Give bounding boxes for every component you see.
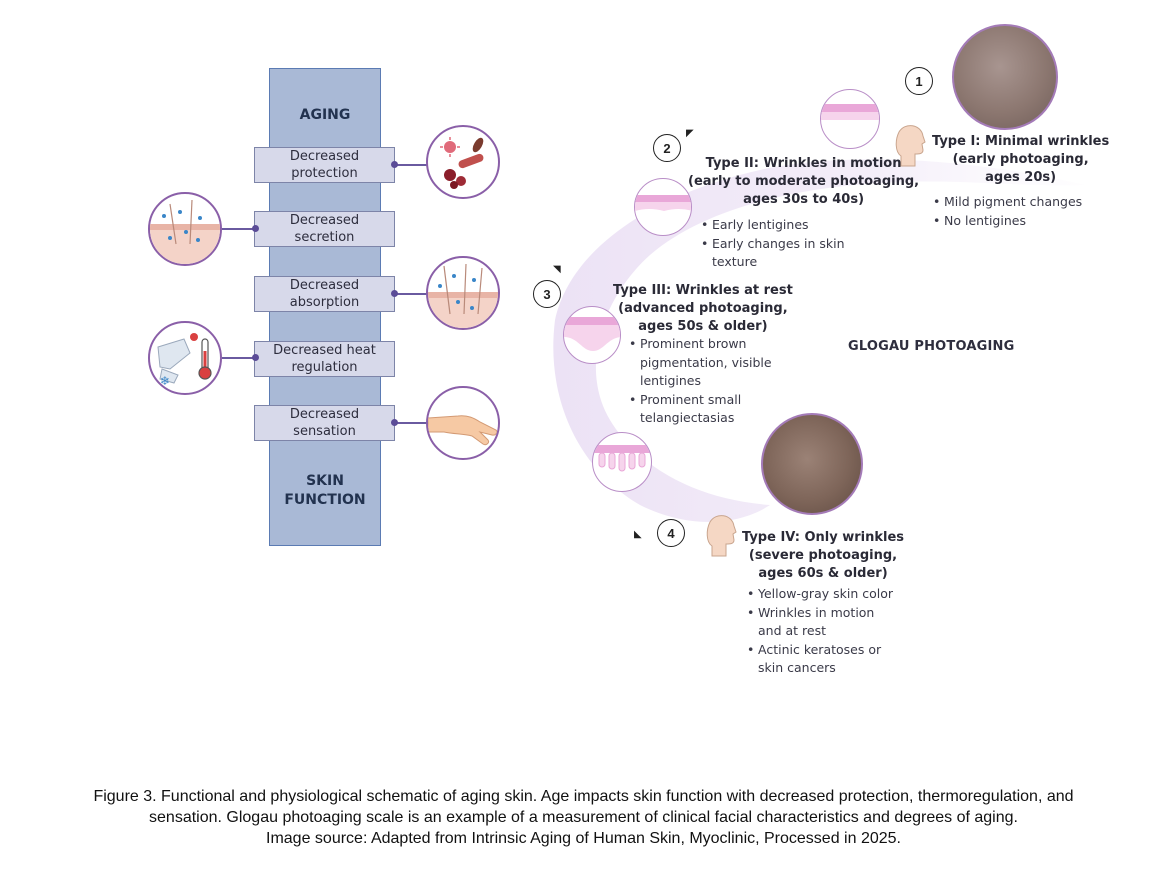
type-3-heading: Type III: Wrinkles at rest (advanced pho… xyxy=(613,283,793,334)
function-label: Decreased sensation xyxy=(289,407,360,439)
face-profile-icon xyxy=(706,515,737,557)
step-number-label: 3 xyxy=(543,286,551,302)
step-number-2: 2 xyxy=(653,134,681,162)
bullet-item: Early changes in skin texture xyxy=(701,235,845,272)
function-box-secretion: Decreased secretion xyxy=(254,211,395,247)
skin-layer-icon-type-3 xyxy=(563,306,621,364)
bullet-item: Yellow-gray skin color xyxy=(747,585,893,604)
bullet-item: Early lentigines xyxy=(701,216,845,235)
type-3-bullets: Prominent brown pigmentation, visible le… xyxy=(629,335,772,428)
skin-secretion-icon xyxy=(148,192,222,266)
temperature-icon: ❄ xyxy=(148,321,222,395)
connector-dot xyxy=(391,290,398,297)
function-label: Decreased heat regulation xyxy=(273,343,376,375)
face-profile-icon xyxy=(895,125,926,167)
caption-line: Image source: Adapted from Intrinsic Agi… xyxy=(266,830,901,847)
type-1-bullets: Mild pigment changes No lentigines xyxy=(933,193,1082,230)
svg-text:❄: ❄ xyxy=(160,374,170,388)
function-box-heat-regulation: Decreased heat regulation xyxy=(254,341,395,377)
aging-label: AGING xyxy=(299,107,351,123)
bullet-item: Wrinkles in motion and at rest xyxy=(747,604,893,641)
bullet-item: Mild pigment changes xyxy=(933,193,1082,212)
glogau-title: GLOGAU PHOTOAGING xyxy=(848,339,1015,354)
type-2-bullets: Early lentigines Early changes in skin t… xyxy=(701,216,845,272)
skin-function-label: SKIN FUNCTION xyxy=(284,473,366,508)
bullet-item: Prominent small telangiectasias xyxy=(629,391,772,428)
step-number-3: 3 xyxy=(533,280,561,308)
caption-line: Figure 3. Functional and physiological s… xyxy=(93,788,1074,805)
connector-line xyxy=(394,422,428,424)
connector-line xyxy=(394,293,428,295)
function-label: Decreased protection xyxy=(289,149,360,181)
bullet-item: No lentigines xyxy=(933,212,1082,231)
type-4-heading: Type IV: Only wrinkles (severe photoagin… xyxy=(742,530,905,581)
caption-line: sensation. Glogau photoaging scale is an… xyxy=(149,809,1018,826)
type-2-heading: Type II: Wrinkles in motion (early to mo… xyxy=(688,156,920,207)
step-number-1: 1 xyxy=(905,67,933,95)
connector-line xyxy=(394,164,428,166)
arrowhead-icon: ◣ xyxy=(634,529,642,540)
skin-photo-type-4 xyxy=(761,413,863,515)
skin-absorption-icon xyxy=(426,256,500,330)
skin-layer-icon-type-2b xyxy=(634,178,692,236)
step-number-label: 2 xyxy=(663,140,671,156)
hand-touch-icon xyxy=(426,386,500,460)
pathogens-icon xyxy=(426,125,500,199)
function-label: Decreased secretion xyxy=(289,213,360,245)
step-number-label: 1 xyxy=(915,73,923,89)
connector-dot xyxy=(391,161,398,168)
connector-dot xyxy=(252,354,259,361)
arrowhead-icon: ◤ xyxy=(686,128,694,139)
connector-dot xyxy=(391,419,398,426)
skin-layer-icon-type-4 xyxy=(592,432,652,492)
function-box-absorption: Decreased absorption xyxy=(254,276,395,312)
step-number-4: 4 xyxy=(657,519,685,547)
function-box-sensation: Decreased sensation xyxy=(254,405,395,441)
bullet-item: Prominent brown pigmentation, visible le… xyxy=(629,335,772,391)
skin-layer-icon-type-2 xyxy=(820,89,880,149)
figure-caption: Figure 3. Functional and physiological s… xyxy=(0,786,1167,849)
type-1-heading: Type I: Minimal wrinkles (early photoagi… xyxy=(932,134,1110,185)
connector-line xyxy=(222,228,256,230)
bullet-item: Actinic keratoses or skin cancers xyxy=(747,641,893,678)
skin-photo-type-1 xyxy=(952,24,1058,130)
step-number-label: 4 xyxy=(667,525,675,541)
arrowhead-icon: ◥ xyxy=(553,264,561,275)
type-4-bullets: Yellow-gray skin color Wrinkles in motio… xyxy=(747,585,893,678)
function-box-protection: Decreased protection xyxy=(254,147,395,183)
connector-dot xyxy=(252,225,259,232)
function-label: Decreased absorption xyxy=(289,278,360,310)
connector-line xyxy=(222,357,256,359)
